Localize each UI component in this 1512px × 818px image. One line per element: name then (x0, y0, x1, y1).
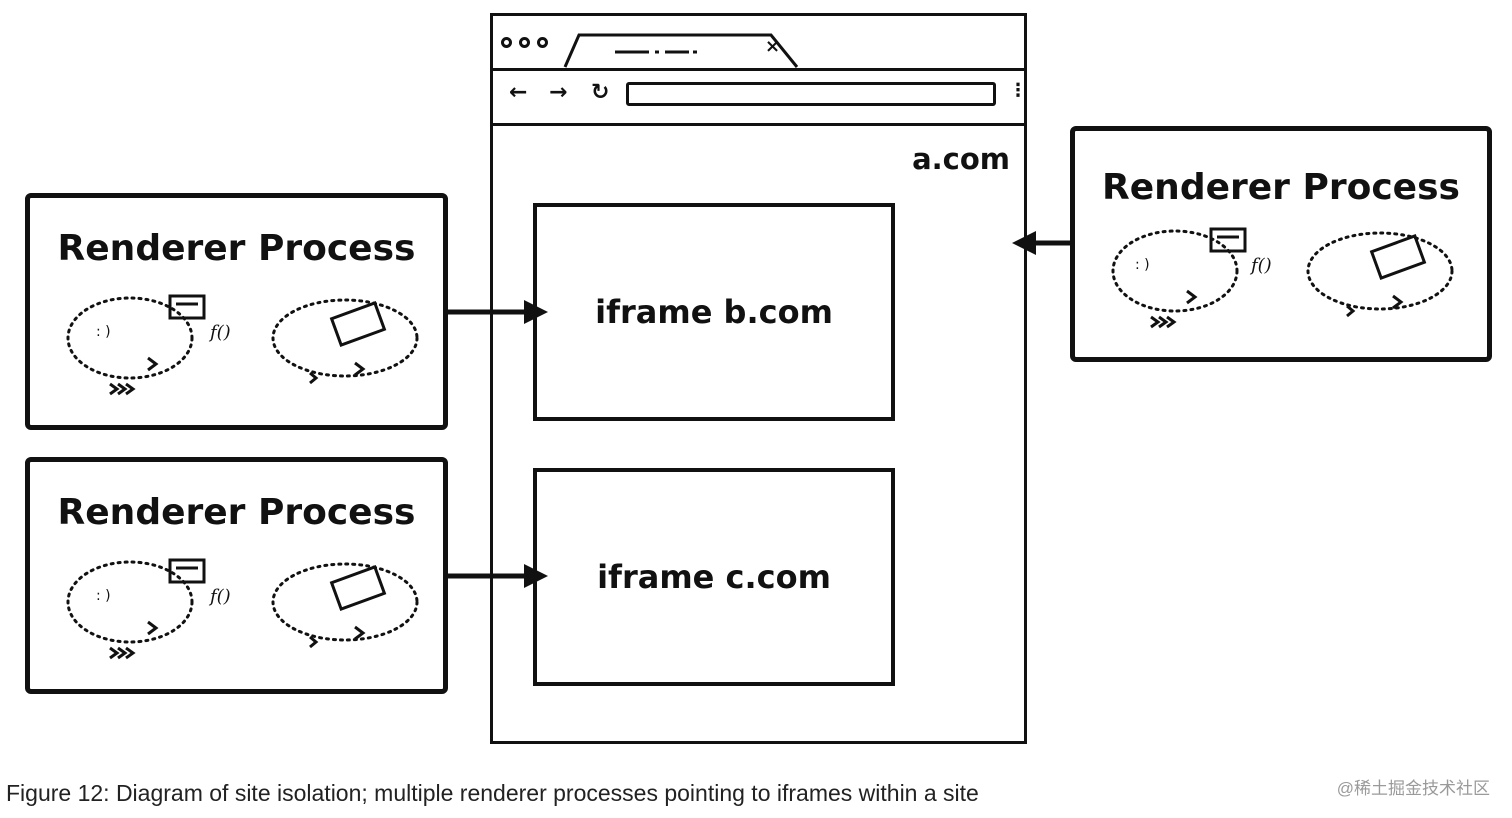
renderer-threads-illustration-icon: : ) f() (66, 558, 419, 660)
svg-text:f(): f() (208, 586, 231, 607)
arrow-head-icon (524, 564, 548, 588)
window-control-icon (537, 37, 548, 48)
renderer-process-box-1: Renderer Process : ) f() (25, 193, 448, 430)
svg-text:: ): : ) (96, 588, 111, 604)
iframe-b-label: iframe b.com (595, 293, 833, 331)
renderer-process-title: Renderer Process (57, 492, 416, 533)
reload-icon[interactable]: ↻ (591, 80, 610, 105)
site-label: a.com (912, 142, 1010, 176)
browser-window: × ← → ↻ ⋮ a.com iframe b.com iframe c.co… (490, 13, 1027, 744)
address-bar[interactable] (626, 82, 996, 106)
browser-toolbar: ← → ↻ ⋮ (493, 68, 1027, 126)
tab-bar: × (493, 16, 1024, 71)
window-control-icon (501, 37, 512, 48)
browser-tab-icon (563, 33, 799, 68)
svg-text:f(): f() (1249, 255, 1272, 276)
window-control-icon (519, 37, 530, 48)
arrow-head-icon (524, 300, 548, 324)
back-arrow-icon[interactable]: ← (509, 80, 528, 105)
iframe-b-box: iframe b.com (533, 203, 895, 421)
watermark: @稀土掘金技术社区 (1336, 779, 1490, 798)
iframe-c-label: iframe c.com (597, 558, 831, 596)
renderer-process-box-3: Renderer Process : ) f() (1070, 126, 1492, 362)
renderer-process-title: Renderer Process (57, 228, 416, 269)
svg-text:f(): f() (208, 322, 231, 343)
iframe-c-box: iframe c.com (533, 468, 895, 686)
svg-text:: ): : ) (96, 324, 111, 340)
renderer-threads-illustration-icon: : ) f() (66, 294, 419, 396)
svg-text:: ): : ) (1135, 257, 1150, 273)
kebab-menu-icon[interactable]: ⋮ (1009, 80, 1027, 101)
renderer-threads-illustration-icon: : ) f() (1111, 227, 1454, 329)
renderer-process-box-2: Renderer Process : ) f() (25, 457, 448, 694)
forward-arrow-icon[interactable]: → (549, 80, 568, 105)
tab-close-icon[interactable]: × (765, 36, 781, 57)
figure-caption: Figure 12: Diagram of site isolation; mu… (6, 780, 979, 806)
renderer-process-title: Renderer Process (1102, 167, 1460, 208)
arrow-head-icon (1012, 231, 1036, 255)
